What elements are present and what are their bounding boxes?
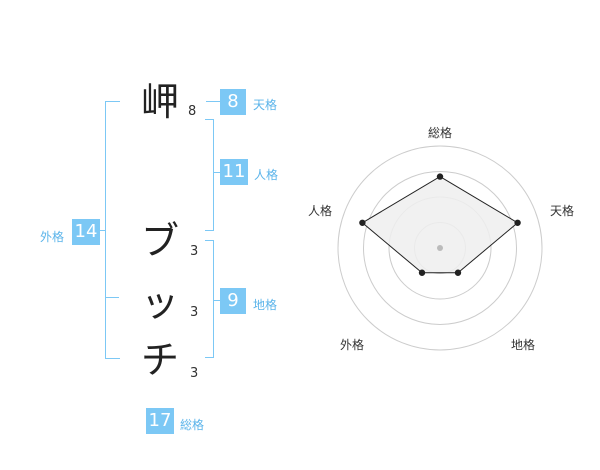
radar-ring-3 [363,171,517,325]
gaikaku-value: 14 [72,219,100,245]
jinkaku-bracket [205,119,214,231]
jinkaku-bracket-tick [213,172,220,173]
gaikaku-bracket [105,101,120,359]
gaikaku-bracket-tick [98,230,105,231]
radar-area [361,176,519,274]
jinkaku-label: 人格 [254,168,279,182]
stroke-count-3: 3 [190,305,199,320]
chikaku-value: 9 [220,288,246,314]
radar-axis-label-chikaku: 地格 [511,338,536,352]
radar-axis-label-gaikaku: 外格 [340,338,365,352]
stroke-count-1: 8 [188,104,197,119]
name-char-1: 岬 [140,80,179,124]
gaikaku-label: 外格 [40,230,65,244]
jinkaku-value: 11 [220,159,248,185]
radar-axis-label-tenkaku: 天格 [550,204,575,218]
radar-point-2 [514,219,521,226]
stroke-count-4: 3 [190,366,199,381]
name-char-2: ブ [140,219,179,263]
chikaku-label: 地格 [253,298,278,312]
soukaku-value: 17 [146,408,174,434]
tenkaku-value: 8 [220,89,246,115]
name-char-4: チ [140,338,179,382]
radar-center-dot [437,245,443,251]
stroke-count-2: 3 [190,244,199,259]
soukaku-label: 総格 [180,418,205,432]
chikaku-bracket-tick [213,300,220,301]
radar-axis-label-jinkaku: 人格 [308,204,333,218]
name-char-3: ッ [140,281,179,325]
chikaku-bracket [205,240,214,358]
tenkaku-label: 天格 [253,98,278,112]
radar-point-4 [418,269,426,276]
gaikaku-mid-tick [105,297,119,298]
tenkaku-bracket [206,101,220,102]
radar-points [359,173,521,276]
radar-ring-4 [337,145,543,351]
radar-point-1 [436,173,444,180]
radar-axis-label-soukaku: 総格 [428,126,453,140]
radar-point-5 [359,219,366,226]
radar-point-3 [454,269,462,276]
